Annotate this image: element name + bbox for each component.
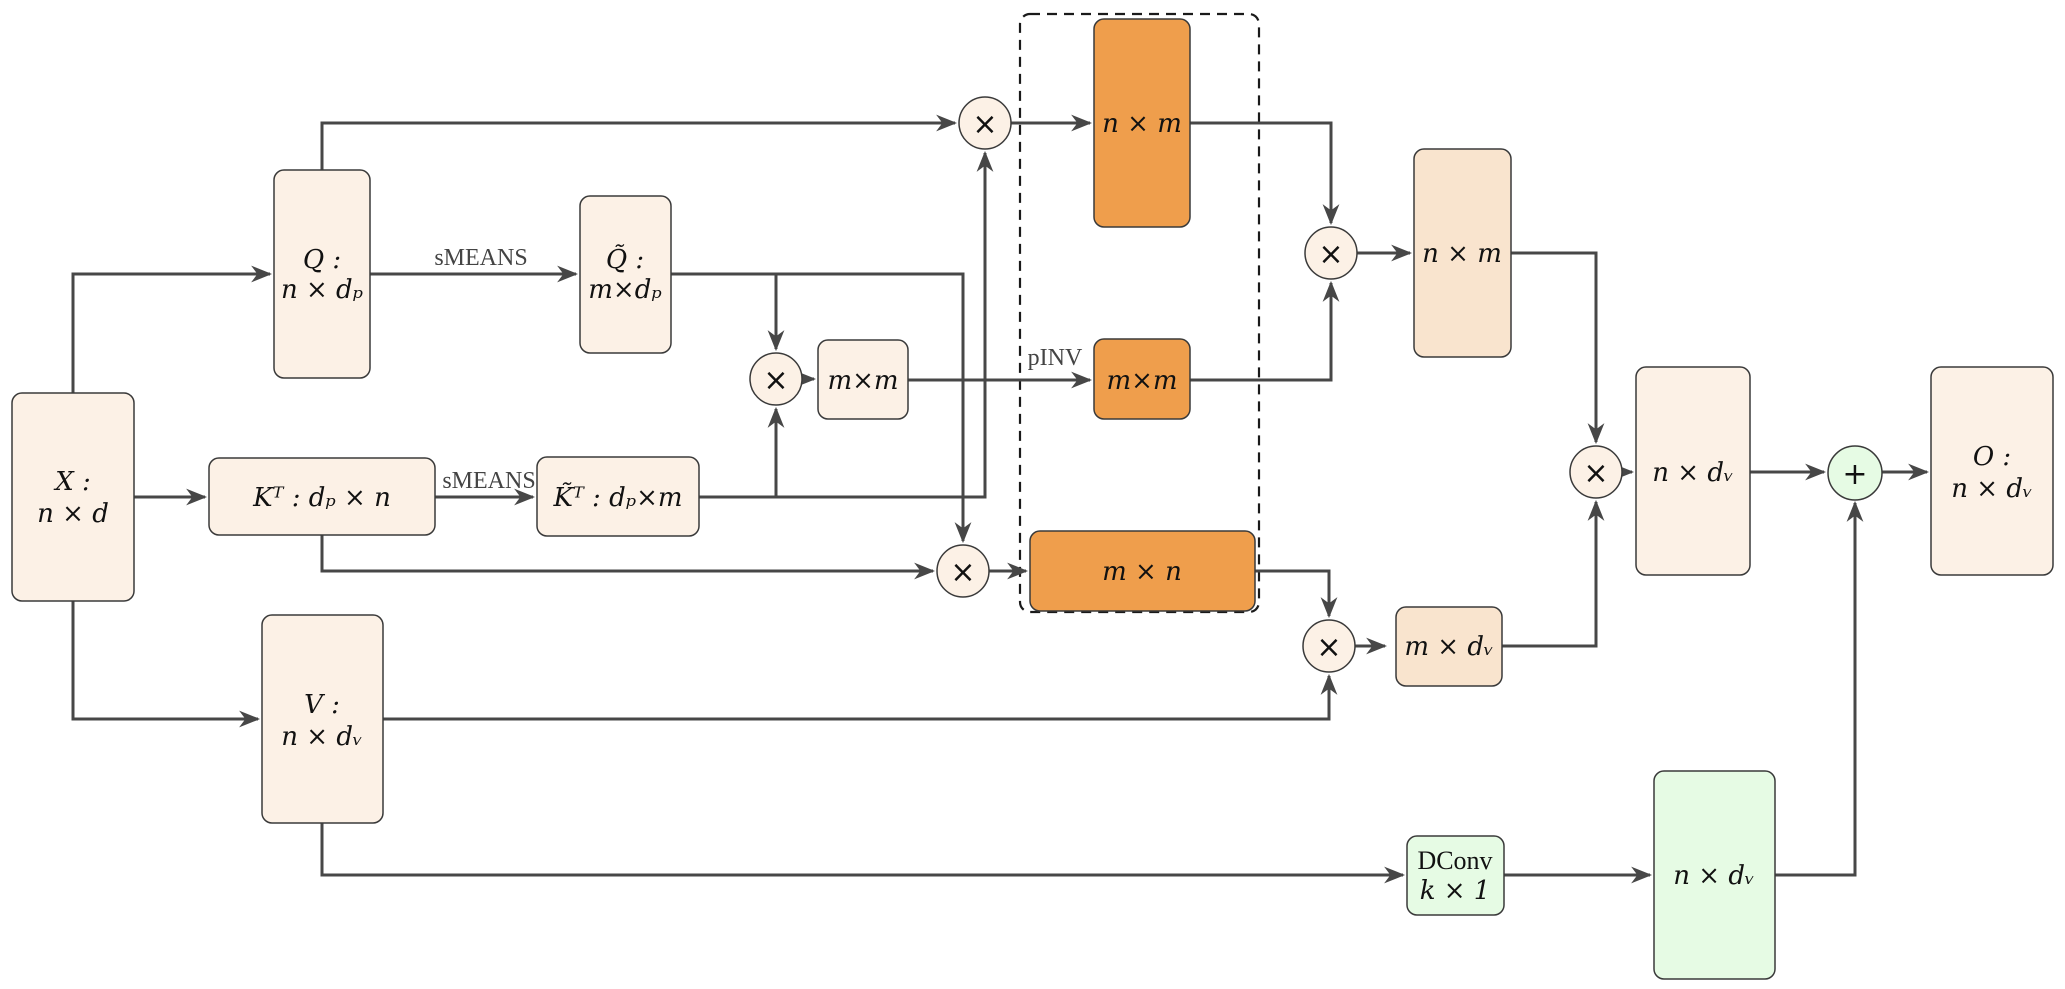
- node-q: Q : n × dₚ: [273, 169, 371, 379]
- node-x-dims: n × d: [37, 499, 109, 529]
- node-nm-result: n × m: [1413, 148, 1512, 358]
- node-q-tilde-dims: m×dₚ: [588, 275, 661, 305]
- multiply-icon: ×: [763, 363, 788, 398]
- node-q-name: Q :: [303, 245, 341, 275]
- multiply-icon: ×: [950, 555, 975, 590]
- node-kt-tilde: K̃ᵀ : dₚ×m: [536, 456, 700, 537]
- node-nm-orange-label: n × m: [1102, 109, 1182, 139]
- multiply-icon: ×: [1583, 456, 1608, 491]
- node-mm-orange-label: m×m: [1106, 366, 1177, 396]
- node-kt-label: Kᵀ : dₚ × n: [252, 483, 391, 513]
- node-ndv-conv-label: n × dᵥ: [1673, 861, 1754, 891]
- edge-x-to-q: [71, 265, 273, 393]
- node-mdv-result-label: m × dᵥ: [1404, 632, 1493, 662]
- node-mm-orange: m×m: [1093, 338, 1191, 420]
- node-mdv-result: m × dᵥ: [1395, 606, 1503, 687]
- multiply-op-3: ×: [936, 544, 990, 598]
- node-x: X : n × d: [11, 392, 135, 602]
- node-q-dims: n × dₚ: [281, 275, 363, 305]
- node-mn-orange: m × n: [1029, 530, 1256, 612]
- node-v: V : n × dᵥ: [261, 614, 384, 824]
- edge-mdv-to-mult6: [1502, 499, 1605, 648]
- edge-q-to-mult1: [320, 114, 958, 170]
- node-o-name: O :: [1973, 442, 2011, 472]
- edge-kttilde-to-mult1: [699, 150, 994, 499]
- multiply-op-2: ×: [749, 352, 803, 406]
- add-op: +: [1827, 445, 1883, 501]
- node-mn-orange-label: m × n: [1102, 557, 1182, 587]
- edge-ndvconv-to-plus: [1775, 500, 1864, 877]
- node-nm-result-label: n × m: [1422, 239, 1502, 269]
- wires: [71, 114, 1930, 884]
- edge-v-to-mult5: [383, 673, 1338, 721]
- edge-mn-to-mult5: [1255, 569, 1338, 619]
- node-o-dims: n × dᵥ: [1951, 474, 2032, 504]
- node-nm-orange: n × m: [1093, 18, 1191, 228]
- node-ndv-result-label: n × dᵥ: [1652, 458, 1733, 488]
- node-x-name: X :: [53, 467, 91, 497]
- multiply-op-6: ×: [1569, 445, 1623, 499]
- node-v-name: V :: [304, 690, 340, 720]
- node-ndv-conv: n × dᵥ: [1653, 770, 1776, 980]
- edge-pinv-to-mult4: [1190, 280, 1340, 382]
- edge-x-to-v: [71, 601, 261, 728]
- smeans-label-q: sMEANS: [434, 245, 527, 271]
- node-o: O : n × dᵥ: [1930, 366, 2054, 576]
- edge-kt-to-mult3: [320, 535, 936, 580]
- node-kt: Kᵀ : dₚ × n: [208, 457, 436, 536]
- approximation-group-frame: [1018, 12, 1261, 614]
- node-dconv-name: DConv: [1417, 846, 1492, 875]
- node-ndv-result: n × dᵥ: [1635, 366, 1751, 576]
- pinv-label: pINV: [1028, 345, 1083, 371]
- plus-icon: +: [1842, 457, 1867, 492]
- multiply-op-5: ×: [1302, 619, 1356, 673]
- edge-nm-to-mult4: [1190, 121, 1340, 226]
- smeans-label-k: sMEANS: [442, 468, 535, 494]
- node-mm-light: m×m: [817, 339, 909, 420]
- multiply-op-1: ×: [958, 96, 1012, 150]
- multiply-icon: ×: [972, 107, 997, 142]
- node-q-tilde: Q̃ : m×dₚ: [579, 195, 672, 354]
- multiply-icon: ×: [1316, 630, 1341, 665]
- multiply-op-4: ×: [1304, 226, 1358, 280]
- multiply-icon: ×: [1318, 237, 1343, 272]
- edge-qtilde-to-mult3: [671, 272, 972, 544]
- node-dconv-dims: k × 1: [1420, 876, 1491, 906]
- node-dconv: DConv k × 1: [1406, 835, 1505, 916]
- edge-nmresult-to-mult6: [1511, 251, 1605, 445]
- edge-v-to-dconv: [320, 823, 1406, 884]
- node-kt-tilde-label: K̃ᵀ : dₚ×m: [552, 482, 682, 513]
- node-q-tilde-name: Q̃ :: [606, 244, 644, 275]
- node-mm-light-label: m×m: [827, 366, 898, 396]
- node-v-dims: n × dᵥ: [281, 722, 362, 752]
